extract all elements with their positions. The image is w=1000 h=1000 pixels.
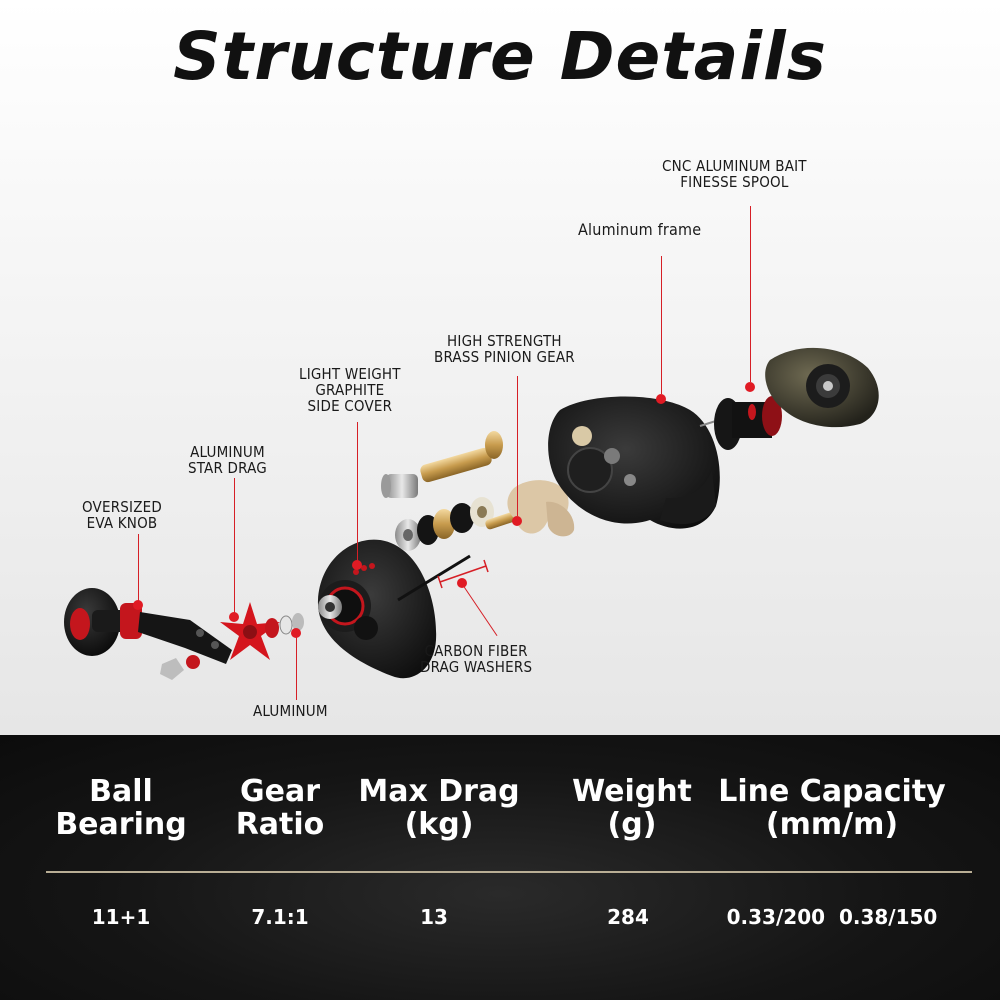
label-frame: Aluminum frame xyxy=(578,220,702,239)
spec-header-max-drag: Max Drag(kg) xyxy=(358,774,520,842)
spec-value-gear-ratio: 7.1:1 xyxy=(251,905,309,929)
leader-aluminum xyxy=(296,636,297,700)
marker-pinion xyxy=(512,516,522,526)
washer-dimension-marker xyxy=(437,559,489,589)
side-cover-part xyxy=(317,539,471,679)
spool-part xyxy=(699,396,783,450)
spec-value-weight: 284 xyxy=(607,905,649,929)
spec-header-line-capacity: Line Capacity(mm/m) xyxy=(718,774,946,842)
leader-knob xyxy=(138,534,139,604)
bushing-part xyxy=(381,474,418,498)
aluminum-frame-part xyxy=(548,396,720,529)
spec-value-ball-bearing: 11+1 xyxy=(91,905,151,929)
leader-frame xyxy=(661,256,662,394)
spec-value-max-drag: 13 xyxy=(420,905,448,929)
product-diagram-area: Structure Details xyxy=(0,0,1000,735)
spec-divider xyxy=(46,871,972,873)
star-drag-part xyxy=(220,602,280,660)
levelwind-part xyxy=(507,480,575,537)
leader-pinion xyxy=(517,376,518,516)
spec-value-line-capacity: 0.33/200 0.38/150 xyxy=(726,905,938,929)
exploded-reel-illustration xyxy=(64,347,879,680)
spec-header-weight: Weight(g) xyxy=(572,774,692,842)
small-washers-part xyxy=(265,613,304,638)
drag-washer-stack-part xyxy=(395,497,494,551)
marker-washers xyxy=(457,578,467,588)
marker-side-cover xyxy=(352,560,362,570)
marker-frame xyxy=(656,394,666,404)
label-aluminum: ALUMINUM xyxy=(253,702,328,720)
eva-knob-part xyxy=(64,588,142,656)
page-title: Structure Details xyxy=(173,18,827,95)
leader-star-drag xyxy=(234,478,235,618)
leader-side-cover xyxy=(357,422,358,564)
handle-arm-part xyxy=(138,612,232,680)
leader-spool xyxy=(750,206,751,382)
marker-star-drag xyxy=(229,612,239,622)
marker-knob xyxy=(133,600,143,610)
marker-aluminum xyxy=(291,628,301,638)
marker-spool xyxy=(745,382,755,392)
spool-side-plate-part xyxy=(765,347,879,428)
